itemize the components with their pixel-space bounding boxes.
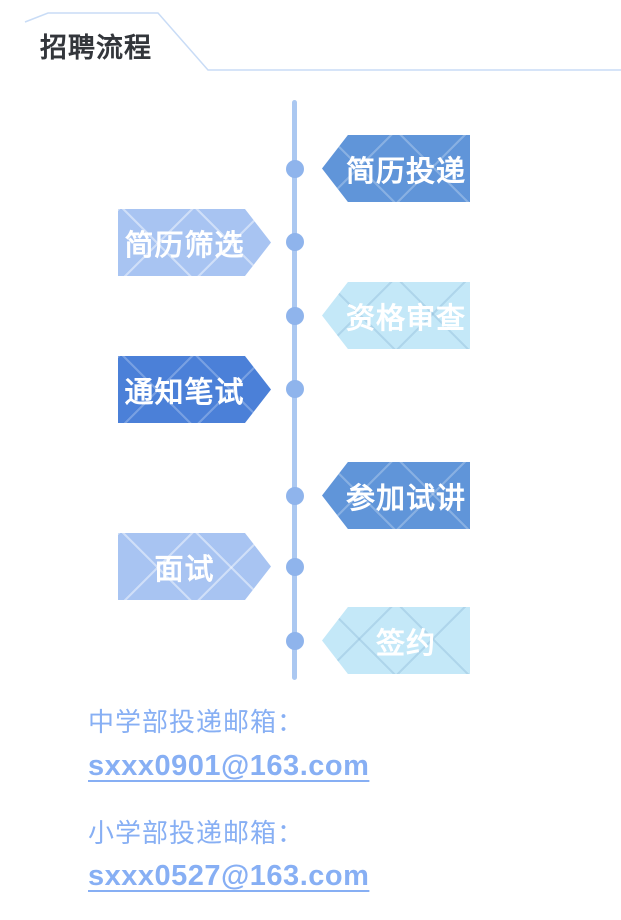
primary-school-mailbox-label: 小学部投递邮箱： [88,818,305,848]
timeline-dot [286,380,304,398]
timeline-dot [286,632,304,650]
header-tab-outline [24,12,621,71]
step-written-test-notice: 通知笔试 [118,356,271,423]
primary-school-email-link[interactable]: sxxx0527@163.com [88,860,370,892]
middle-school-email-link[interactable]: sxxx0901@163.com [88,750,370,782]
page-title: 招聘流程 [40,33,152,63]
step-qualification-review: 资格审查 [322,282,470,349]
step-interview: 面试 [118,533,271,600]
timeline-dot [286,160,304,178]
step-signing: 签约 [322,607,470,674]
step-resume-submit: 简历投递 [322,135,470,202]
step-trial-lecture: 参加试讲 [322,462,470,529]
step-resume-screening: 简历筛选 [118,209,271,276]
middle-school-mailbox-label: 中学部投递邮箱： [88,707,305,737]
timeline-dot [286,558,304,576]
timeline-dot [286,307,304,325]
timeline-dot [286,487,304,505]
timeline-dot [286,233,304,251]
